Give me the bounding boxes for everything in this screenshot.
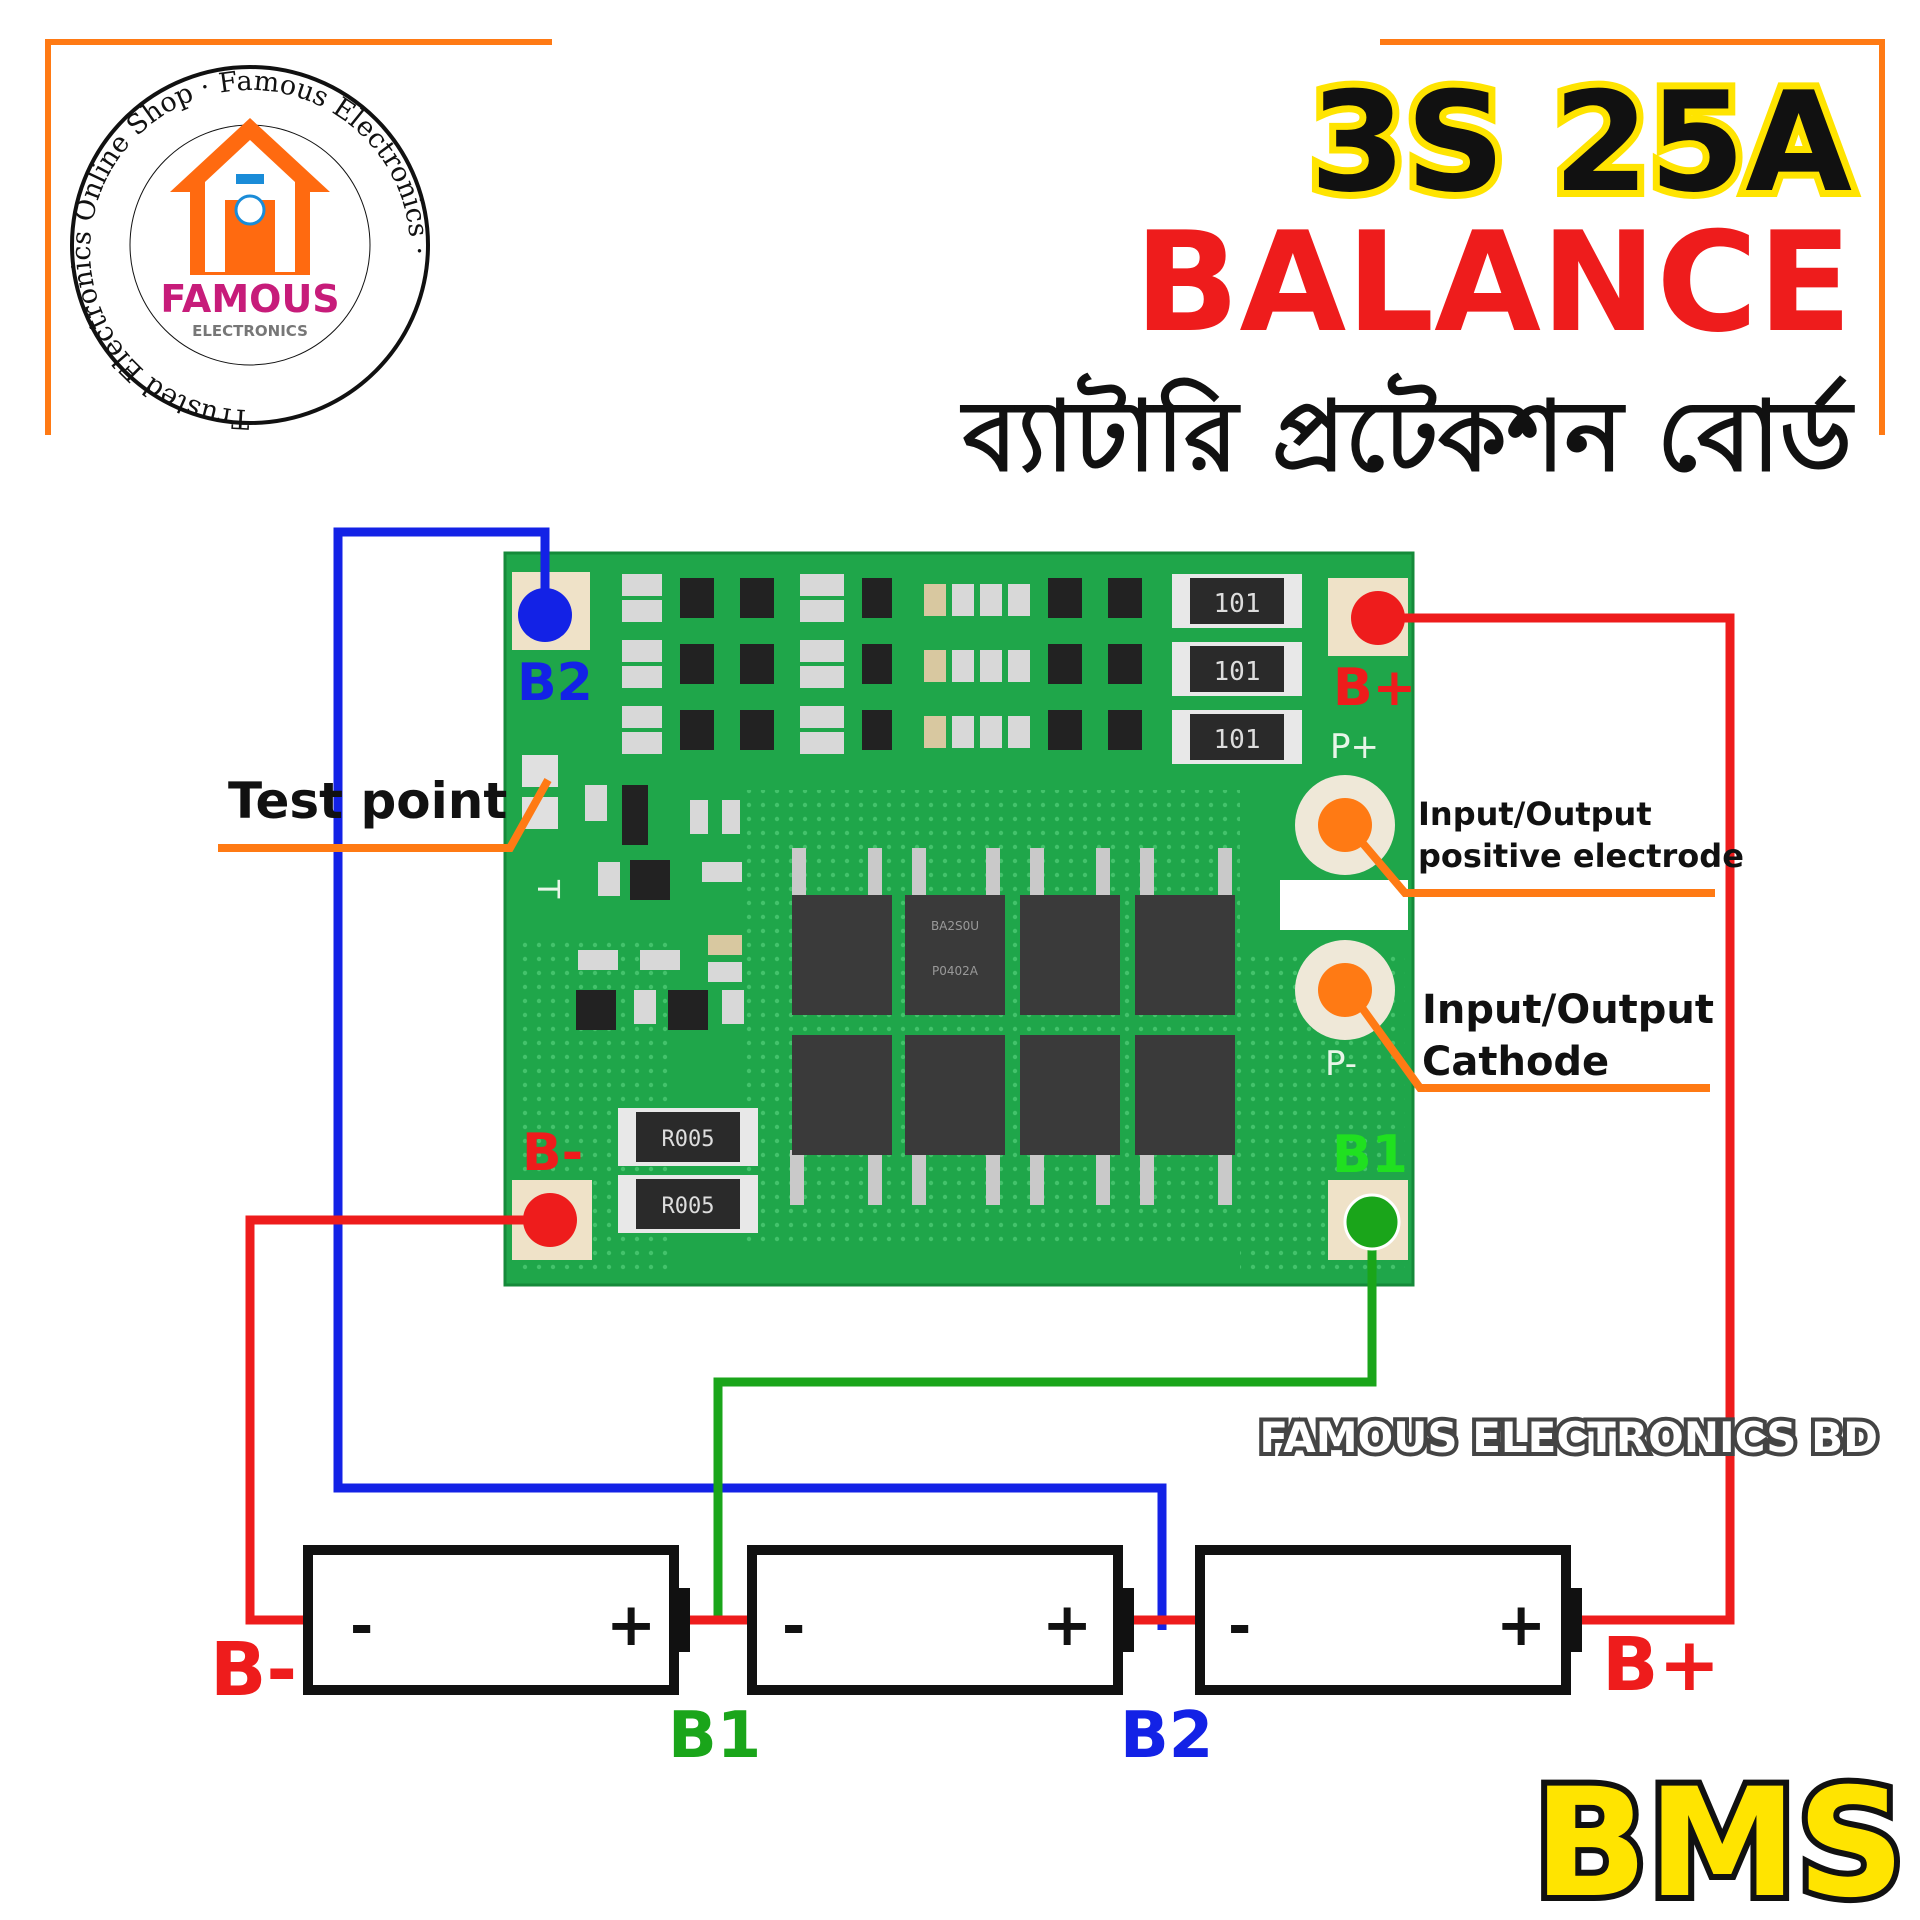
shunt-resistors-101: 101 101 101 — [1172, 574, 1302, 764]
label-pos-electrode-1: Input/Output — [1418, 795, 1652, 833]
mosfet-mark: BA2S0U — [931, 919, 979, 933]
title-line1: 3S 25A — [1310, 62, 1852, 223]
watermark: FAMOUS ELECTRONICS BD — [1259, 1413, 1878, 1462]
resistor-label: 101 — [1214, 725, 1261, 755]
shop-logo: Trusted Electronics Online Shop · Famous… — [66, 65, 434, 434]
wire-bplus — [1378, 613, 1735, 1625]
r005-label: R005 — [662, 1194, 715, 1219]
bottom-label-bminus: B- — [210, 1627, 297, 1713]
resistor-label: 101 — [1214, 657, 1261, 687]
mosfet-mark: P0402A — [932, 964, 979, 978]
label-b2-pad: B2 — [517, 653, 593, 713]
pminus-dot — [1318, 963, 1372, 1017]
silk-pplus: P+ — [1330, 727, 1379, 767]
logo-sub: ELECTRONICS — [192, 322, 308, 340]
title-line3-bengali: ব্যাটারি প্রটেকশন বোর্ড — [960, 373, 1855, 494]
pcb-board: 101 101 101 R005 R005 — [503, 551, 1415, 1287]
silk-t: T — [530, 879, 565, 899]
callout-lines — [218, 778, 1715, 1092]
logo-brand: FAMOUS — [160, 277, 339, 321]
battery-3: - + — [1195, 1545, 1582, 1695]
label-cathode-1: Input/Output — [1422, 987, 1714, 1033]
label-b1-pad: B1 — [1332, 1125, 1408, 1185]
wiring — [245, 527, 1735, 1630]
battery-plus: + — [606, 1590, 656, 1660]
label-pos-electrode-2: positive electrode — [1418, 837, 1744, 875]
bottom-label-b1: B1 — [668, 1699, 761, 1773]
label-bplus-pad: B+ — [1333, 658, 1416, 718]
bplus-dot — [1351, 591, 1405, 645]
wire-b1 — [713, 1220, 1377, 1620]
bms-badge: BMS — [1533, 1757, 1905, 1920]
bottom-label-b2: B2 — [1120, 1699, 1213, 1773]
wire-bminus — [245, 1215, 550, 1625]
smd-rows — [622, 574, 1142, 754]
frame-lines — [45, 39, 1885, 435]
title-line2: BALANCE — [1134, 202, 1852, 363]
bminus-dot — [523, 1193, 577, 1247]
battery-minus: - — [782, 1594, 805, 1659]
label-cathode-2: Cathode — [1422, 1039, 1609, 1085]
b2-dot — [518, 588, 572, 642]
mosfets: BA2S0U P0402A — [790, 848, 1235, 1205]
label-bminus-pad: B- — [522, 1123, 583, 1183]
control-components — [522, 755, 744, 1030]
battery-minus: - — [1228, 1594, 1251, 1659]
resistor-label: 101 — [1214, 589, 1261, 619]
label-test-point: Test point — [228, 772, 507, 830]
wire-b2 — [333, 527, 1167, 1630]
current-sense-resistors: R005 R005 — [618, 1108, 758, 1233]
battery-plus: + — [1496, 1590, 1546, 1660]
battery-plus: + — [1042, 1590, 1092, 1660]
battery-1: - + — [303, 1545, 690, 1695]
pplus-dot — [1318, 798, 1372, 852]
battery-2: - + — [747, 1545, 1134, 1695]
bottom-label-bplus: B+ — [1602, 1622, 1720, 1708]
b1-dot — [1343, 1193, 1401, 1251]
r005-label: R005 — [662, 1127, 715, 1152]
silk-pminus: P- — [1325, 1044, 1357, 1084]
battery-minus: - — [350, 1594, 373, 1659]
